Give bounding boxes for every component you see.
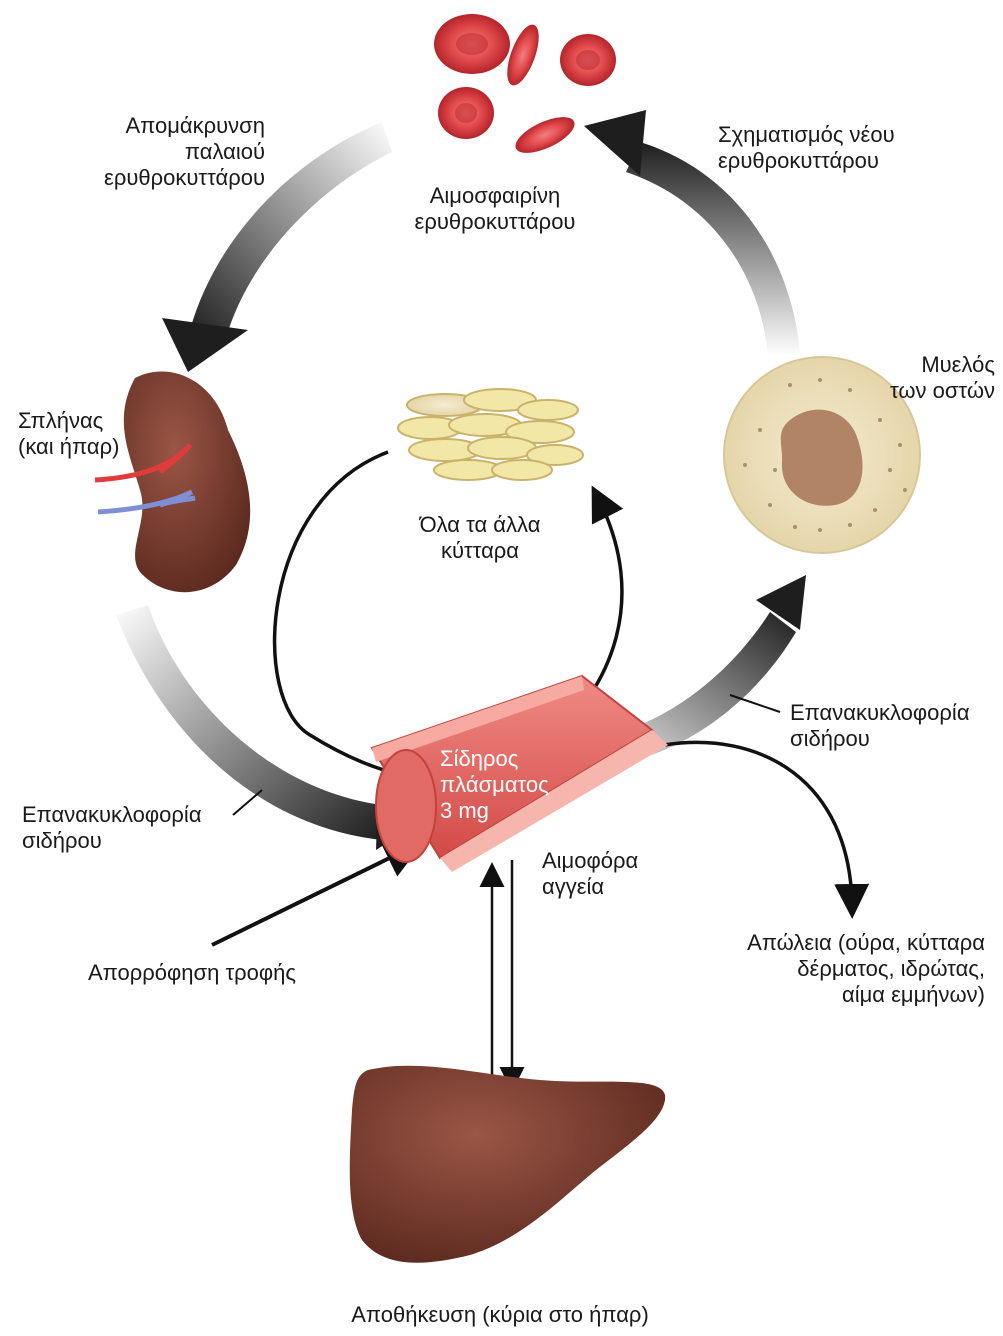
blood-vessels-label: Αιμοφόρα αγγεία — [542, 848, 638, 900]
body-cells-illustration — [398, 389, 583, 480]
other-cells-to-plasma-arrow — [275, 452, 412, 778]
recirculation-right-label: Επανακυκλοφορία σιδήρου — [790, 700, 970, 752]
other-cells-label: Όλα τα άλλα κύτταρα — [375, 512, 585, 564]
recirculation-right-leader-line — [730, 695, 780, 712]
new-rbc-formation-label: Σχηματισμός νέου ερυθροκυττάρου — [718, 122, 895, 174]
liver-illustration — [350, 1066, 665, 1263]
red-blood-cells-illustration — [434, 14, 616, 160]
food-absorption-arrow — [212, 848, 410, 945]
plasma-iron-label: Σίδηρος πλάσματος 3 mg — [440, 746, 549, 824]
recirculation-left-leader-line — [233, 790, 262, 815]
old-rbc-removal-label: Απομάκρυνση παλαιού ερυθροκυττάρου — [104, 113, 265, 191]
iron-loss-arrow — [664, 742, 852, 905]
spleen-illustration — [95, 371, 250, 592]
spleen-label: Σπλήνας (και ήπαρ) — [18, 408, 119, 460]
hemoglobin-label: Αιμοσφαιρίνη ερυθροκυττάρου — [395, 183, 595, 235]
storage-label: Αποθήκευση (κύρια στο ήπαρ) — [250, 1302, 750, 1328]
losses-label: Απώλεια (ούρα, κύτταρα δέρματος, ιδρώτας… — [747, 930, 985, 1008]
recirculation-left-label: Επανακυκλοφορία σιδήρου — [22, 802, 202, 854]
bone-marrow-label: Μυελός των οστών — [890, 352, 995, 404]
food-absorption-label: Απορρόφηση τροφής — [88, 960, 296, 986]
